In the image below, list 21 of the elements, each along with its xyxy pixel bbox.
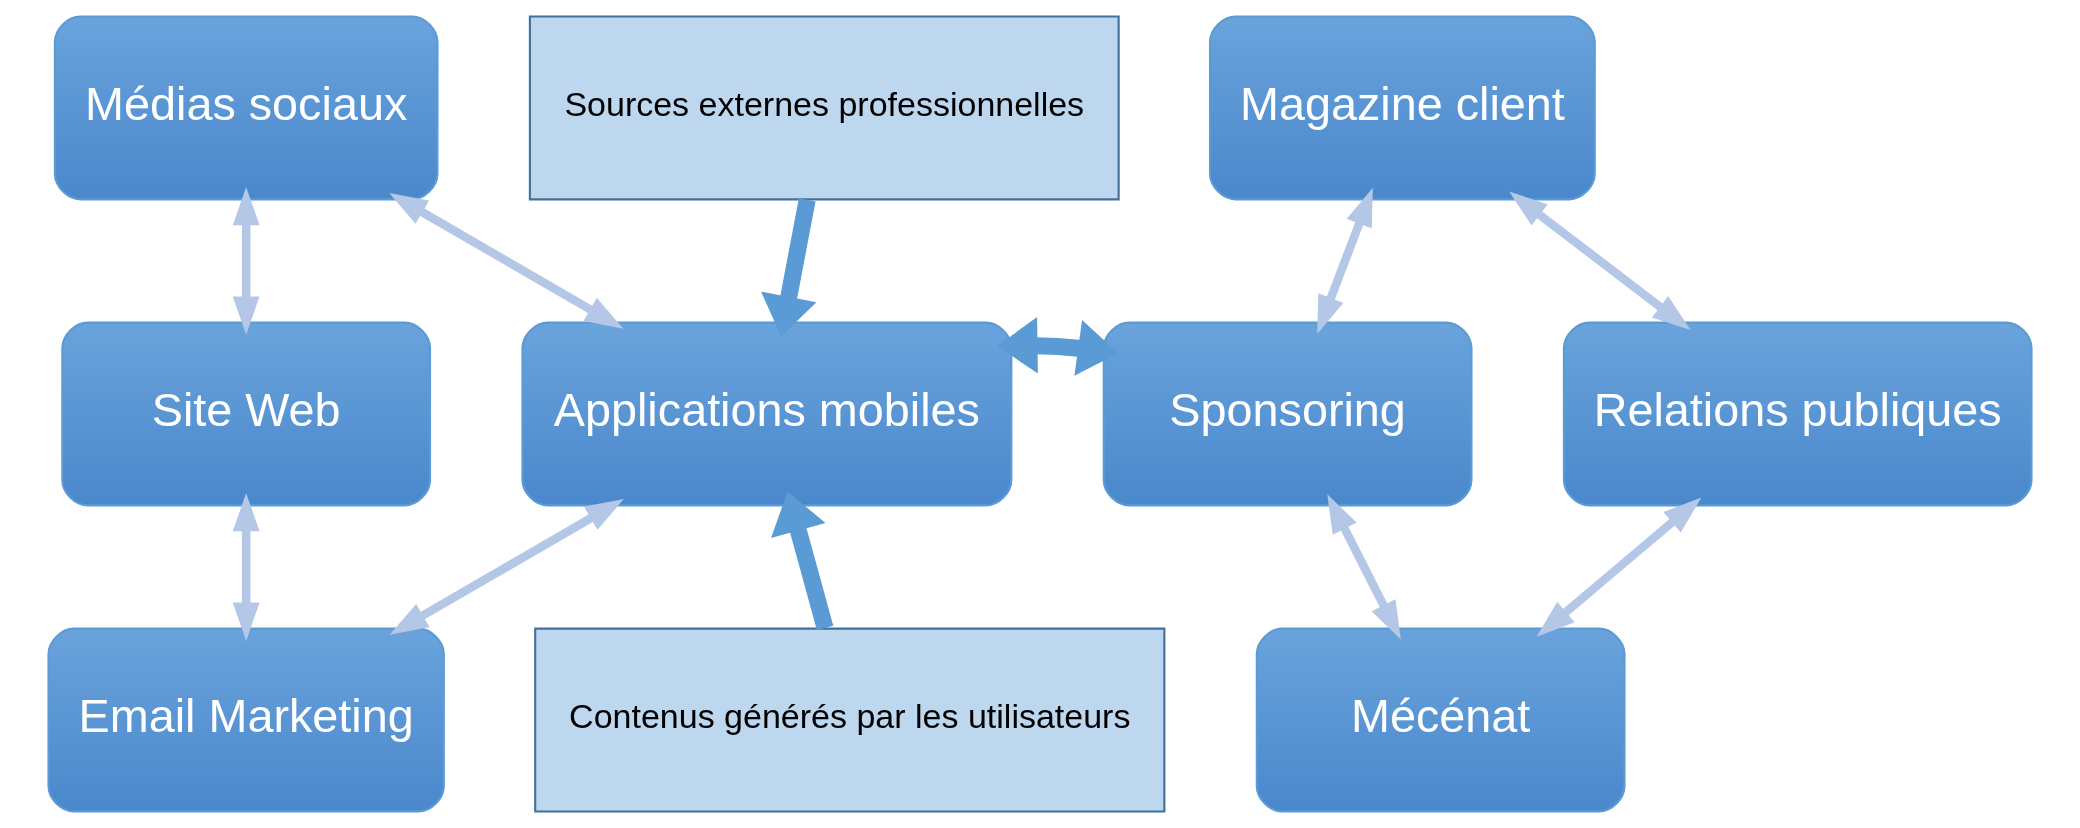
arrow — [1536, 497, 1702, 637]
arrow — [232, 186, 260, 335]
arrow — [389, 499, 624, 635]
arrow — [389, 192, 624, 329]
node-box: Mécénat — [1255, 627, 1626, 813]
arrow — [771, 491, 834, 631]
arrow — [1317, 187, 1373, 334]
node-box: Relations publiques — [1562, 321, 2033, 507]
node-box: Contenus générés par les utilisateurs — [534, 627, 1166, 813]
arrow — [997, 317, 1119, 376]
node-box: Email Marketing — [47, 627, 445, 813]
node-box: Magazine client — [1208, 15, 1596, 201]
node-box: Applications mobiles — [521, 321, 1013, 507]
node-box: Sources externes professionnelles — [528, 15, 1120, 201]
node-box: Site Web — [61, 321, 432, 507]
node-box: Sponsoring — [1102, 321, 1473, 507]
arrow — [1509, 191, 1691, 331]
arrow — [232, 493, 260, 641]
arrow — [761, 198, 817, 337]
node-box: Médias sociaux — [53, 15, 439, 201]
arrow — [1327, 494, 1401, 640]
